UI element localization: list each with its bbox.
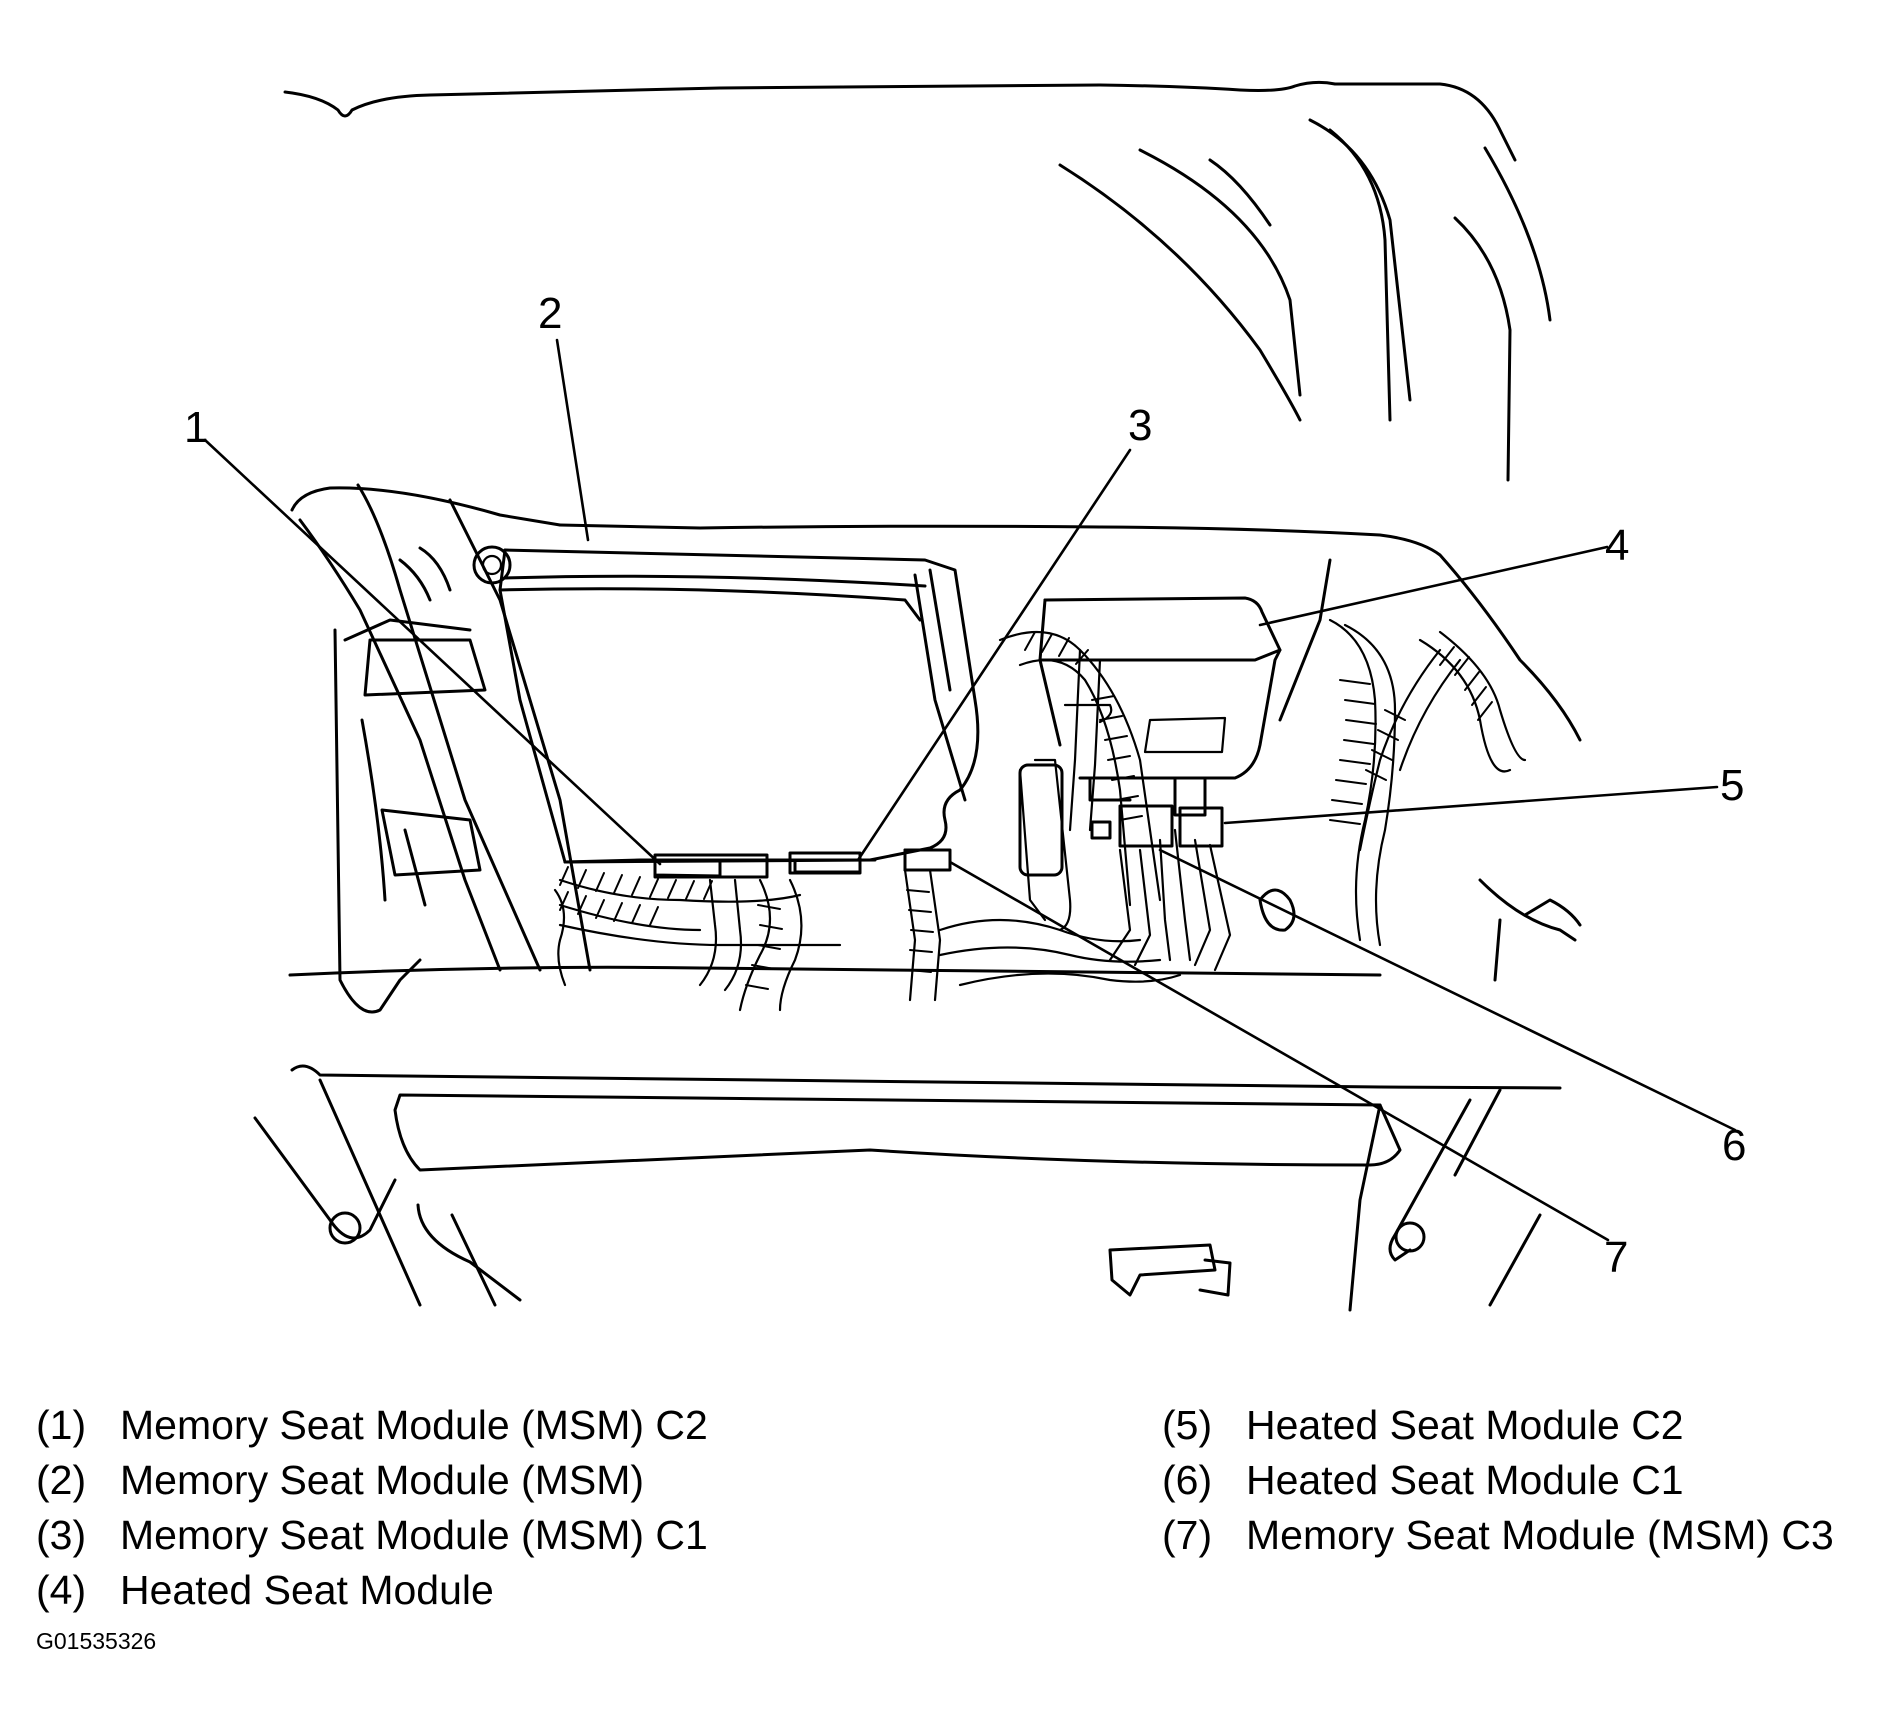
legend-item-5: (5) Heated Seat Module C2 [1162, 1398, 1834, 1453]
seat-frame [290, 483, 1582, 1014]
legend-right-column: (5) Heated Seat Module C2 (6) Heated Seat … [1162, 1398, 1834, 1563]
legend-number: (7) [1162, 1512, 1213, 1558]
legend-text: Memory Seat Module (MSM) C1 [120, 1512, 708, 1558]
callout-1: 1 [184, 403, 208, 452]
legend-item-3: (3) Memory Seat Module (MSM) C1 [36, 1508, 708, 1563]
callout-6: 6 [1722, 1121, 1746, 1170]
seat-cushion-outline [283, 80, 1552, 482]
leader-lines [203, 338, 1737, 1242]
callout-7: 7 [1604, 1233, 1628, 1282]
legend-number: (3) [36, 1512, 87, 1558]
wiring-harness [553, 618, 1527, 1012]
side-trim [1258, 558, 1582, 982]
memory-seat-module-box [498, 548, 980, 878]
legend-item-6: (6) Heated Seat Module C1 [1162, 1453, 1834, 1508]
harness-wrap-rings [559, 631, 1493, 990]
seat-module-diagram: 1 2 3 4 5 6 7 [184, 80, 1746, 1312]
callout-3: 3 [1128, 401, 1152, 450]
legend-number: (5) [1162, 1402, 1213, 1448]
legend-left-column: (1) Memory Seat Module (MSM) C2 (2) Memory… [36, 1398, 708, 1618]
callout-labels: 1 2 3 4 5 6 7 [184, 289, 1746, 1282]
legend-text: Heated Seat Module C1 [1246, 1457, 1684, 1503]
legend-text: Heated Seat Module C2 [1246, 1402, 1684, 1448]
figure-id: G01535326 [36, 1628, 157, 1654]
legend-item-7: (7) Memory Seat Module (MSM) C3 [1162, 1508, 1834, 1563]
connectors [653, 763, 1224, 879]
legend-number: (4) [36, 1567, 87, 1613]
legend-text: Heated Seat Module [120, 1567, 494, 1613]
callout-2: 2 [538, 289, 562, 338]
legend-text: Memory Seat Module (MSM) [120, 1457, 645, 1503]
heated-seat-module-box [1038, 596, 1282, 817]
legend-number: (6) [1162, 1457, 1213, 1503]
seat-rail [253, 965, 1562, 1312]
legend-item-1: (1) Memory Seat Module (MSM) C2 [36, 1398, 708, 1453]
legend-text: Memory Seat Module (MSM) C3 [1246, 1512, 1834, 1558]
legend-item-2: (2) Memory Seat Module (MSM) [36, 1453, 708, 1508]
legend-text: Memory Seat Module (MSM) C2 [120, 1402, 708, 1448]
callout-4: 4 [1605, 521, 1629, 570]
legend-number: (1) [36, 1402, 87, 1448]
callout-5: 5 [1720, 761, 1744, 810]
legend-item-4: (4) Heated Seat Module [36, 1563, 708, 1618]
legend-number: (2) [36, 1457, 87, 1503]
